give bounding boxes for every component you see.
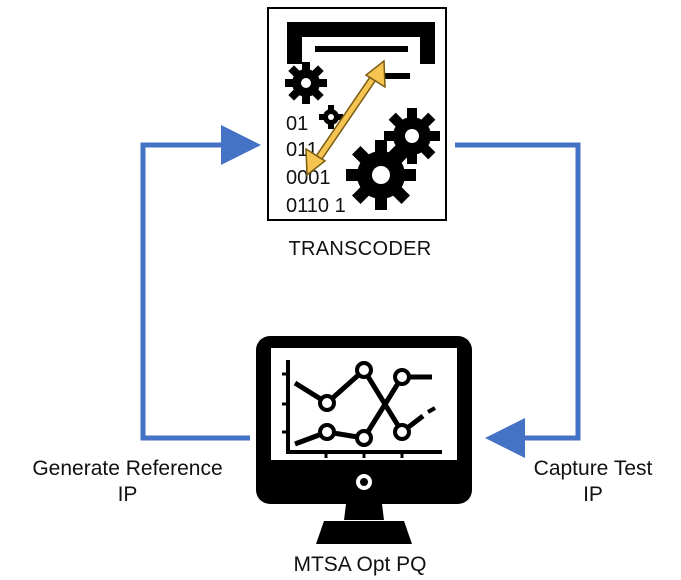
monitor-stand	[344, 504, 384, 520]
flow-arrow-left	[140, 125, 261, 441]
transcoder-label: TRANSCODER	[288, 238, 432, 260]
generate-reference-label-line1: Generate Reference	[32, 457, 223, 480]
document-bracket-top	[287, 22, 435, 64]
binary-line-4: 0110 1	[286, 195, 346, 217]
document-line-2	[378, 73, 410, 79]
generate-reference-label: Generate Reference IP	[0, 456, 255, 508]
generate-reference-label-line2: IP	[117, 483, 138, 506]
monitor-base	[316, 521, 412, 544]
monitor-label: MTSA Opt PQ	[293, 553, 427, 576]
large-gear-icon	[346, 140, 416, 210]
document-line-1	[315, 46, 408, 52]
monitor-line-chart-icon	[256, 336, 472, 544]
swap-arrow-icon	[305, 59, 386, 177]
medium-gear-icon	[384, 108, 440, 164]
transcoder-document-gear-icon: 01 011 0001 0110 1	[267, 7, 447, 221]
binary-line-3: 0001	[286, 167, 331, 189]
tiny-gear-icon	[319, 105, 343, 129]
screen-chart	[282, 360, 442, 458]
capture-test-label-line2: IP	[583, 483, 603, 506]
capture-test-label: Capture Test IP	[515, 456, 671, 508]
flow-arrow-right	[455, 142, 581, 458]
small-gear-icon	[285, 62, 327, 104]
binary-line-1: 01	[286, 113, 308, 135]
capture-test-label-line1: Capture Test	[533, 457, 653, 480]
